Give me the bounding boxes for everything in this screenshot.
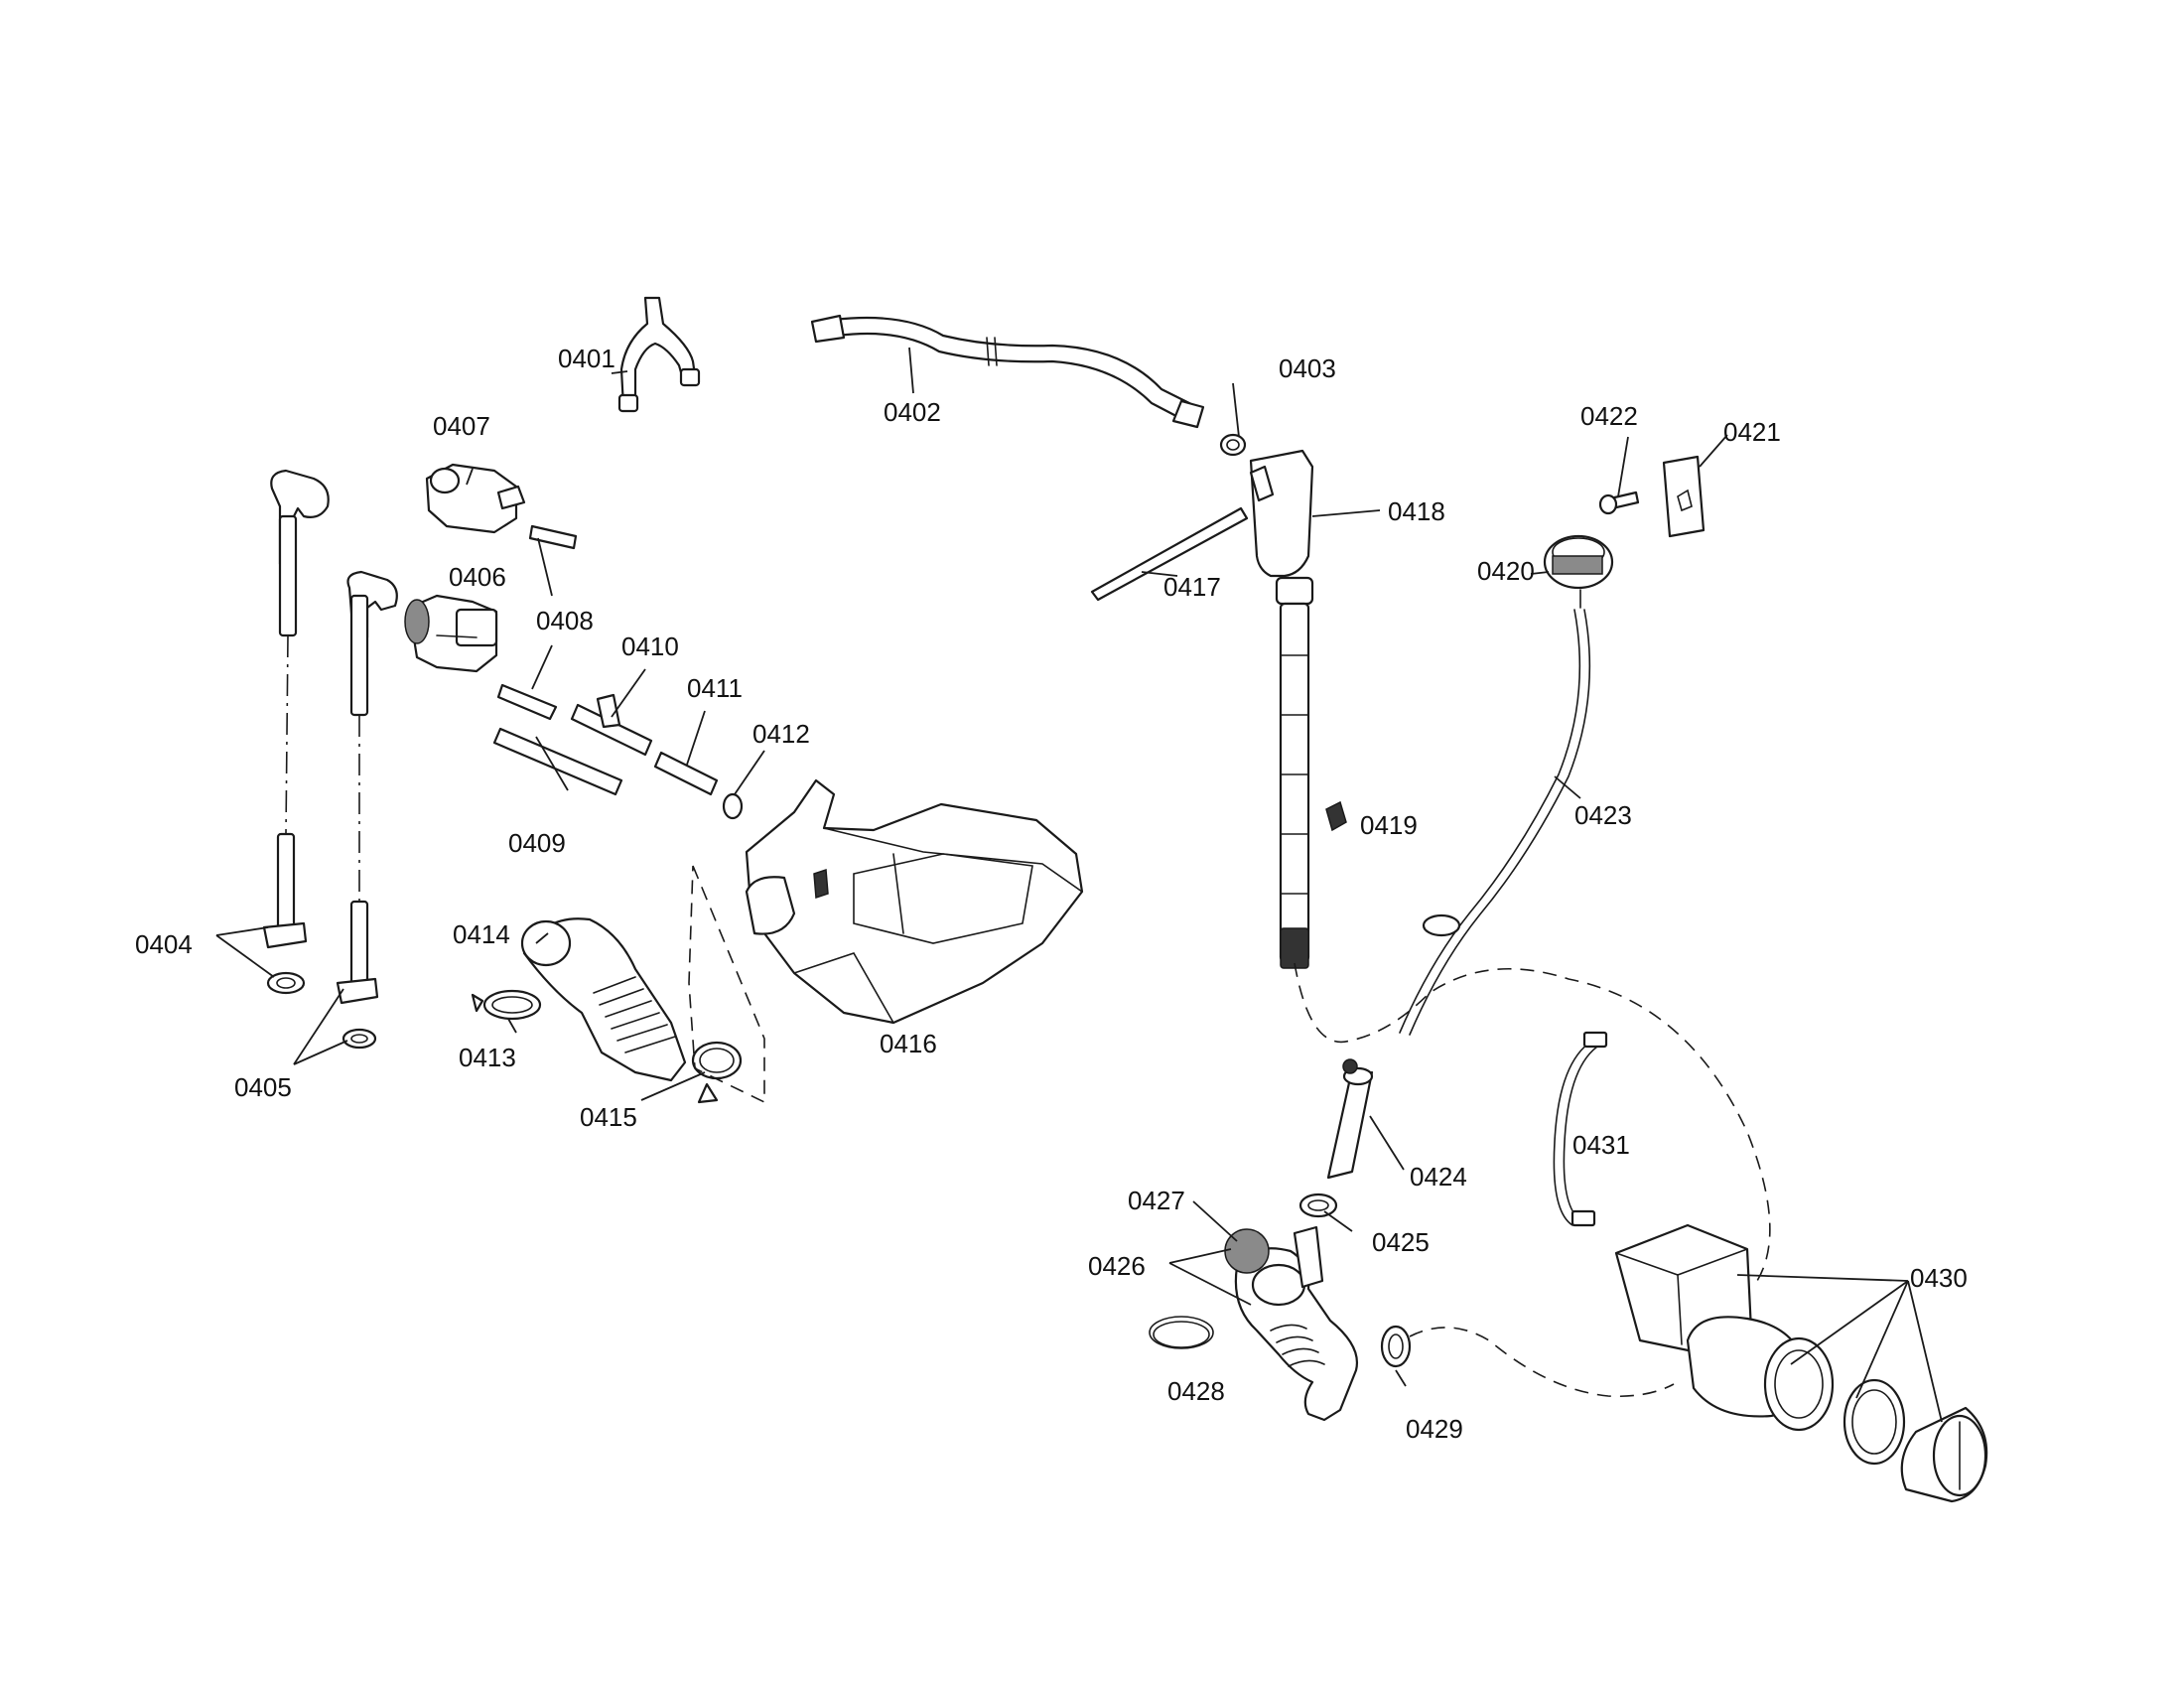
label-0405: 0405: [234, 1072, 292, 1102]
label-0412: 0412: [752, 719, 810, 749]
label-0401: 0401: [558, 344, 615, 373]
label-0413: 0413: [459, 1043, 516, 1072]
label-0422: 0422: [1580, 401, 1638, 431]
leader-lines: [215, 347, 1943, 1423]
label-0419: 0419: [1360, 810, 1418, 840]
label-0429: 0429: [1406, 1414, 1463, 1444]
part-0426-sump-hose[interactable]: [1234, 1225, 1359, 1422]
label-0414: 0414: [453, 919, 510, 949]
part-0402-hose[interactable]: [810, 314, 1205, 429]
label-0417: 0417: [1163, 572, 1221, 602]
label-0425: 0425: [1372, 1227, 1430, 1257]
label-0428: 0428: [1167, 1376, 1225, 1406]
part-0420-pressure-switch[interactable]: [1543, 534, 1614, 609]
part-0429-clamp[interactable]: [1380, 1325, 1412, 1368]
part-0403-clamp[interactable]: [1219, 433, 1247, 457]
label-0404: 0404: [135, 929, 193, 959]
label-0426: 0426: [1088, 1251, 1146, 1281]
label-0411: 0411: [687, 673, 743, 703]
label-0420: 0420: [1477, 556, 1535, 586]
assembly-lines: [285, 634, 1771, 1398]
part-0423-tube[interactable]: [1399, 609, 1591, 1036]
label-0406: 0406: [449, 562, 506, 592]
label-0423: 0423: [1574, 800, 1632, 830]
part-0425-clamp[interactable]: [1298, 1193, 1338, 1218]
label-0402: 0402: [884, 397, 941, 427]
label-0409: 0409: [508, 828, 566, 858]
label-0410: 0410: [621, 632, 679, 661]
part-0404-inlet-hose[interactable]: [262, 469, 330, 995]
label-0415: 0415: [580, 1102, 637, 1132]
part-0413-clamp[interactable]: [471, 989, 542, 1021]
label-0418: 0418: [1388, 496, 1445, 526]
callout-labels: 0401 0402 0403 0404 0405 0406 0407 0408 …: [135, 344, 1968, 1444]
label-0424: 0424: [1410, 1162, 1467, 1192]
label-0416: 0416: [880, 1029, 937, 1058]
part-0428-clamp[interactable]: [1149, 1316, 1214, 1349]
part-0408-tube[interactable]: [496, 524, 578, 721]
part-0416-dispenser-housing[interactable]: [745, 778, 1084, 1025]
part-0415-clamp[interactable]: [691, 1041, 743, 1104]
part-0401-bracket[interactable]: [617, 296, 701, 413]
part-0419-clip[interactable]: [1325, 800, 1347, 832]
part-0421-bracket[interactable]: [1662, 455, 1706, 538]
part-0405-inlet-hose[interactable]: [336, 570, 398, 1050]
part-0417-tube[interactable]: [1090, 506, 1249, 602]
part-0412-clip[interactable]: [722, 792, 744, 820]
label-0403: 0403: [1279, 353, 1336, 383]
part-0431-wire[interactable]: [1553, 1031, 1608, 1227]
part-0418-air-chamber[interactable]: [1249, 449, 1314, 969]
label-0421: 0421: [1723, 417, 1781, 447]
label-0427: 0427: [1128, 1186, 1185, 1215]
label-0430: 0430: [1910, 1263, 1968, 1293]
part-0422-screw[interactable]: [1598, 491, 1640, 515]
part-0424-hose[interactable]: [1326, 1058, 1374, 1180]
part-0409-tube[interactable]: [492, 727, 623, 796]
part-0411-tube[interactable]: [653, 751, 719, 796]
part-0410-t-tube[interactable]: [570, 693, 653, 757]
label-0408: 0408: [536, 606, 594, 635]
label-0431: 0431: [1572, 1130, 1630, 1160]
part-0414-bellows-hose[interactable]: [520, 917, 687, 1082]
part-0407-inlet-valve[interactable]: [425, 463, 526, 534]
part-0406-inlet-valve[interactable]: [404, 594, 498, 673]
part-0430-drain-pump[interactable]: [1614, 1223, 1988, 1503]
label-0407: 0407: [433, 411, 490, 441]
